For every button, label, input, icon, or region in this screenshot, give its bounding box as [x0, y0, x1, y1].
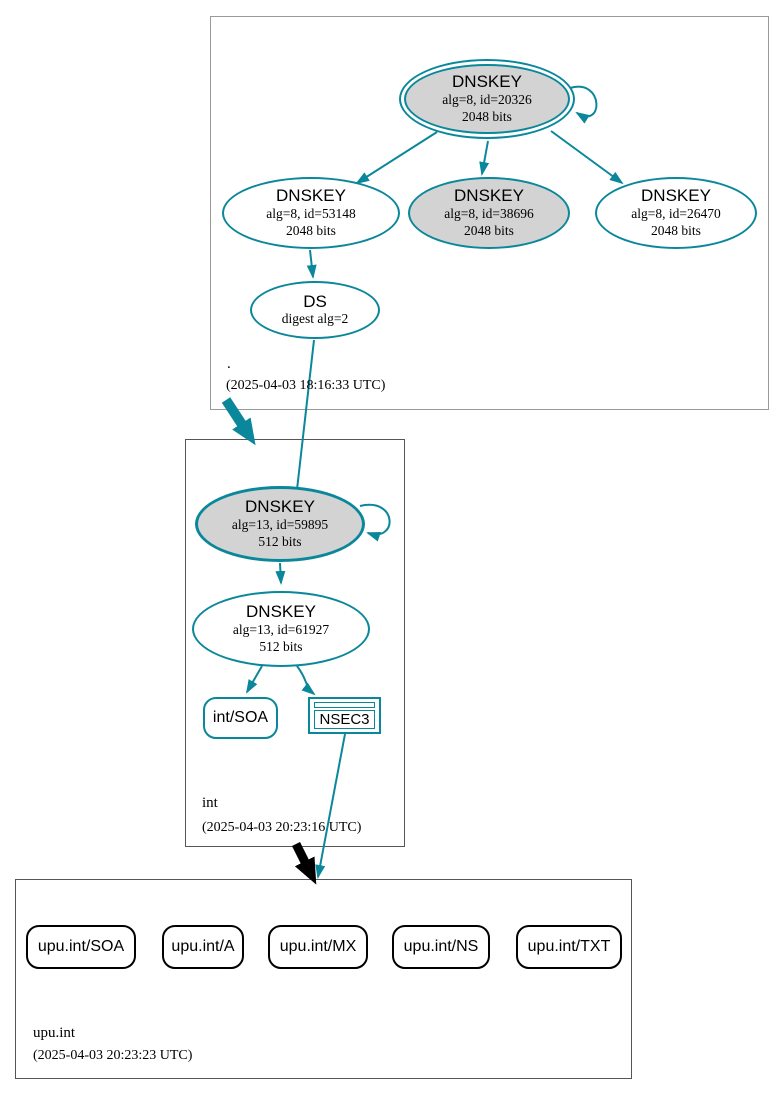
node-title: DNSKEY: [641, 186, 711, 206]
rrset-node-upu-int-a[interactable]: upu.int/A: [162, 925, 244, 969]
nsec3-header-cell: [314, 702, 375, 708]
node-detail: alg=8, id=26470: [631, 205, 721, 221]
zone-name-int: int: [202, 795, 218, 811]
rrset-label: int/SOA: [212, 709, 269, 726]
node-bits: 2048 bits: [286, 222, 336, 238]
node-bits: 2048 bits: [462, 108, 512, 124]
zone-box-root: [210, 16, 769, 410]
node-bits: 2048 bits: [651, 222, 701, 238]
rrset-label: upu.int/MX: [279, 938, 357, 955]
zone-timestamp-int: (2025-04-03 20:23:16 UTC): [202, 820, 362, 835]
rrset-label: upu.int/SOA: [37, 938, 125, 955]
rrset-label: upu.int/A: [171, 938, 235, 955]
zone-timestamp-root: (2025-04-03 18:16:33 UTC): [226, 378, 386, 393]
dnskey-node-int-ksk-59895[interactable]: DNSKEY alg=13, id=59895 512 bits: [195, 486, 365, 562]
ds-node-root[interactable]: DS digest alg=2: [250, 281, 380, 339]
zone-name-upu-int: upu.int: [33, 1025, 76, 1041]
nsec3-label: NSEC3: [314, 710, 375, 729]
node-detail: digest alg=2: [281, 311, 349, 327]
node-detail: alg=13, id=61927: [232, 621, 330, 637]
dnskey-node-root-26470[interactable]: DNSKEY alg=8, id=26470 2048 bits: [595, 177, 757, 249]
node-detail: alg=8, id=53148: [266, 205, 356, 221]
node-bits: 2048 bits: [464, 222, 514, 238]
node-bits: 512 bits: [259, 638, 303, 654]
node-detail: alg=8, id=38696: [444, 205, 534, 221]
edge-delegation-int-to-upu-int: [291, 841, 317, 885]
rrset-label: upu.int/TXT: [527, 938, 611, 955]
node-title: DNSKEY: [245, 497, 315, 517]
rrset-label: upu.int/NS: [403, 938, 479, 955]
zone-name-root: .: [227, 356, 231, 372]
node-title: DS: [303, 291, 327, 311]
rrset-node-upu-int-mx[interactable]: upu.int/MX: [268, 925, 368, 969]
zone-timestamp-upu-int: (2025-04-03 20:23:23 UTC): [33, 1048, 193, 1063]
node-title: DNSKEY: [246, 602, 316, 622]
dnskey-node-root-53148[interactable]: DNSKEY alg=8, id=53148 2048 bits: [222, 177, 400, 249]
dnskey-node-root-ksk-20326[interactable]: DNSKEY alg=8, id=20326 2048 bits: [399, 59, 575, 139]
node-title: DNSKEY: [452, 72, 522, 92]
nsec3-node-int[interactable]: NSEC3: [308, 697, 381, 734]
node-detail: alg=13, id=59895: [231, 516, 329, 532]
rrset-node-int-soa[interactable]: int/SOA: [203, 697, 278, 739]
dnskey-node-root-ksk-20326-inner: DNSKEY alg=8, id=20326 2048 bits: [404, 64, 570, 134]
dnskey-node-root-38696[interactable]: DNSKEY alg=8, id=38696 2048 bits: [408, 177, 570, 249]
dnskey-node-int-zsk-61927[interactable]: DNSKEY alg=13, id=61927 512 bits: [192, 591, 370, 667]
rrset-node-upu-int-txt[interactable]: upu.int/TXT: [516, 925, 622, 969]
zone-box-upu-int: [15, 879, 632, 1079]
node-bits: 512 bits: [258, 533, 302, 549]
rrset-node-upu-int-ns[interactable]: upu.int/NS: [392, 925, 490, 969]
node-title: DNSKEY: [276, 186, 346, 206]
node-title: DNSKEY: [454, 186, 524, 206]
rrset-node-upu-int-soa[interactable]: upu.int/SOA: [26, 925, 136, 969]
node-detail: alg=8, id=20326: [442, 91, 532, 107]
